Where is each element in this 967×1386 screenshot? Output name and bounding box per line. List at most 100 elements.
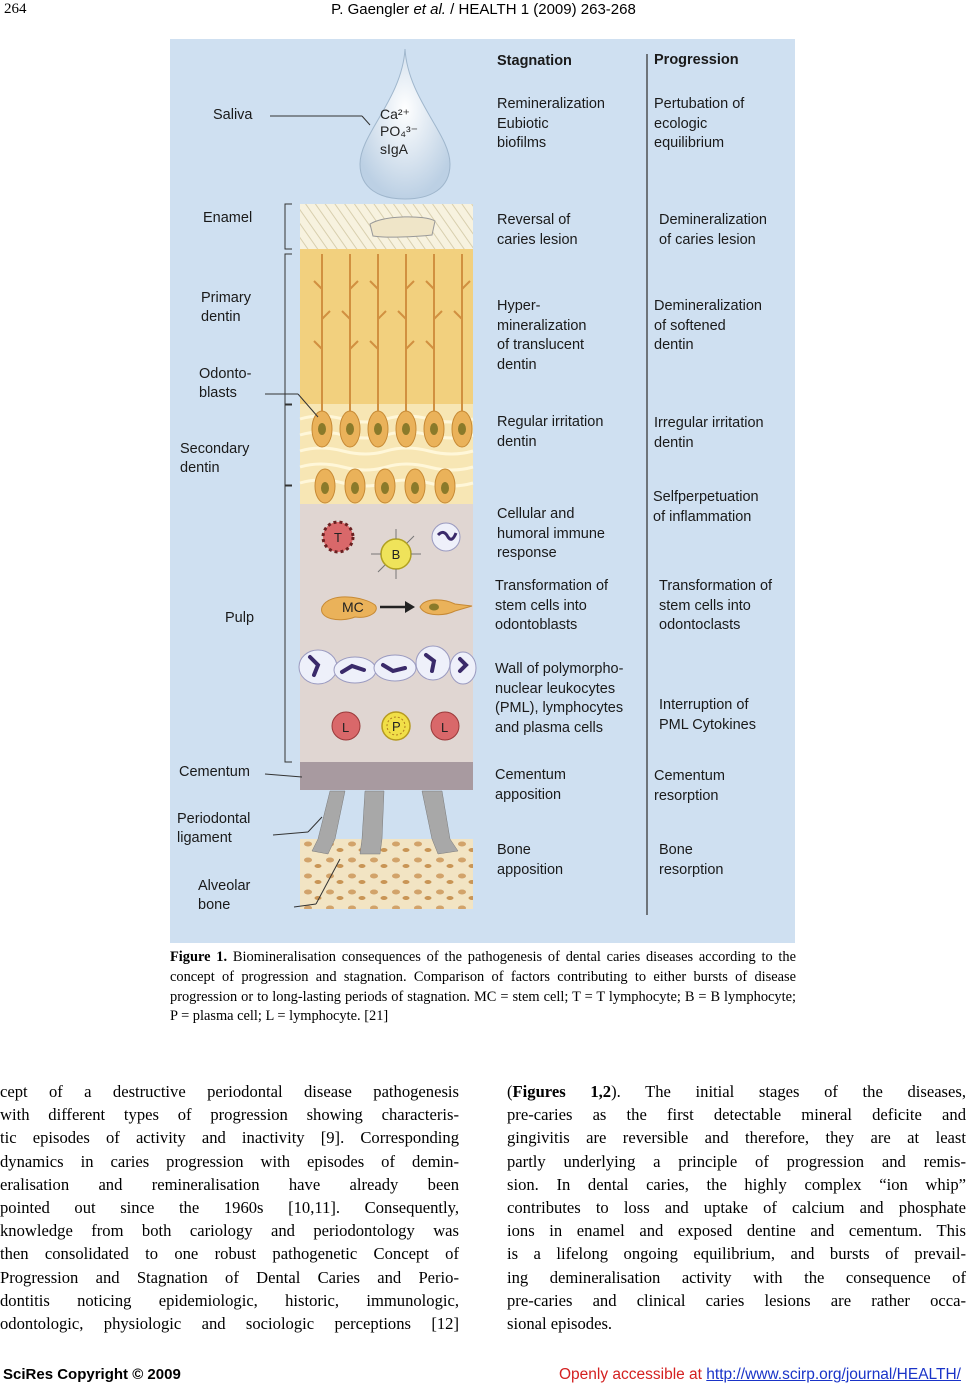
label-enamel: Enamel [203, 210, 253, 226]
label-primary-dentin: Primary dentin [201, 289, 251, 327]
page-number: 264 [4, 1, 27, 17]
col2-line: pre-caries as the first detectable miner… [507, 1105, 966, 1125]
col1-line: Progression and Stagnation of Dental Car… [0, 1267, 459, 1287]
stag-5-l3: response [497, 545, 557, 561]
stag-7-l2: nuclear leukocytes [495, 680, 616, 697]
saliva-ca: Ca²⁺ [380, 106, 410, 122]
prog-2-l1: Demineralization [659, 212, 767, 228]
footer-access: Openly accessible at http://www.scirp.or… [559, 1366, 961, 1384]
enamel-lesion [369, 216, 436, 238]
stagnation-item-7: Wall of polymorpho- nuclear leukocytes (… [495, 660, 623, 738]
stag-5-l2: humoral immune [497, 525, 605, 542]
stag-6-l1: Transformation of [495, 578, 609, 594]
journal-link[interactable]: http://www.scirp.org/journal/HEALTH/ [706, 1366, 961, 1383]
prog-9-l2: resorption [659, 861, 724, 878]
label-secondary-dentin: Secondary dentin [180, 440, 249, 478]
col2-first-line: (Figures 1,2). The initial stages of the… [507, 1082, 966, 1101]
col1-line: with different types of progression show… [0, 1105, 459, 1125]
body-column-left: cept of a destructive periodontal diseas… [0, 1080, 459, 1335]
prog-6-l1: Transformation of [659, 578, 773, 594]
progression-item-8: Cementum resorption [654, 767, 725, 806]
progression-item-1: Pertubation of ecologic equilibrium [654, 95, 744, 154]
stagnation-header: Stagnation [497, 53, 572, 69]
stagnation-item-5: Cellular and humoral immune response [497, 505, 605, 564]
saliva-drop [359, 48, 451, 200]
lymphocyte-right-cell [430, 711, 460, 741]
col1-line: eralisation and remineralisation have al… [0, 1174, 459, 1194]
prog-7-l2: PML Cytokines [659, 716, 756, 733]
stagnation-item-9: Bone apposition [497, 841, 563, 880]
stag-7-l3: (PML), lymphocytes [495, 700, 624, 716]
footer-access-prefix: Openly accessible at [558, 1366, 707, 1383]
stagnation-item-4: Regular irritation dentin [497, 413, 603, 452]
label-odontoblasts: Odonto- blasts [199, 365, 251, 403]
progression-item-7: Interruption of PML Cytokines [659, 696, 756, 735]
col2-line: gingivitis are reversible and therefore,… [507, 1128, 966, 1148]
label-saliva: Saliva [213, 107, 253, 123]
stag-8-l1: Cementum [495, 767, 566, 783]
p-cell-label: P [392, 719, 401, 734]
prog-9-l1: Bone [659, 842, 693, 858]
col1-line: odontologic, physiologic and sociologic … [0, 1313, 459, 1333]
prog-3-l2: of softened [654, 317, 726, 334]
stagnation-item-1: Remineralization Eubiotic biofilms [497, 95, 605, 154]
header-etal: et al. [413, 1, 446, 18]
progression-item-2: Demineralization of caries lesion [659, 211, 767, 250]
t-cell-label: T [334, 530, 342, 545]
col2-line: sion. In dental caries, the highly compl… [507, 1174, 966, 1194]
stag-7-l4: and plasma cells [495, 719, 603, 736]
stagnation-item-3: Hyper- mineralization of translucent den… [497, 297, 586, 375]
stag-3-l4: dentin [497, 356, 537, 373]
figure-1: Ca²⁺ PO₄³⁻ sIgA [170, 39, 795, 943]
prog-1-l3: equilibrium [654, 135, 725, 151]
stem-cell [321, 596, 377, 621]
label-primary-dentin-line1: Primary [201, 290, 251, 306]
l-cell-label-1: L [342, 720, 349, 735]
prog-5-l2: of inflammation [653, 508, 752, 525]
saliva-siga: sIgA [380, 141, 409, 157]
pml-nuclei [308, 653, 469, 677]
primary-dentin-layer [300, 249, 473, 409]
prog-1-l1: Pertubation of [654, 96, 745, 112]
stag-2-l2: caries lesion [497, 231, 578, 248]
stag-1-l2: Eubiotic [497, 115, 549, 132]
odontoblast-new [419, 599, 473, 616]
label-periodontal-line2: ligament [177, 830, 232, 846]
label-primary-dentin-line2: dentin [201, 309, 241, 325]
prog-8-l2: resorption [654, 787, 719, 804]
prog-8-l1: Cementum [654, 768, 725, 784]
prog-6-l2: stem cells into [659, 597, 751, 614]
stag-6-l2: stem cells into [495, 597, 587, 614]
l-cell-label-2: L [441, 720, 448, 735]
caption-label: Figure 1. [170, 949, 228, 965]
stagnation-item-8: Cementum apposition [495, 766, 566, 805]
b-cell-label: B [392, 547, 401, 562]
progression-item-9: Bone resorption [659, 841, 723, 880]
col2-line: ing demineralisation activity with the c… [507, 1267, 966, 1287]
lymphocyte-left-cell [331, 711, 361, 741]
prog-5-l1: Selfperpetuation [653, 489, 759, 505]
prog-2-l2: of caries lesion [659, 231, 756, 248]
progression-item-5: Selfperpetuation of inflammation [653, 488, 759, 527]
col2-line: is a lifelong ongoing equilibrium, and b… [507, 1244, 966, 1264]
stag-3-l1: Hyper- [497, 298, 541, 314]
stag-3-l2: mineralization [497, 317, 587, 334]
stag-8-l2: apposition [495, 786, 562, 803]
col2-line: sional episodes. [507, 1313, 613, 1333]
stag-6-l3: odontoblasts [495, 617, 578, 633]
figure-caption: Figure 1. Biomineralisation consequences… [170, 948, 796, 1027]
stag-5-l1: Cellular and [497, 506, 575, 522]
prog-4-l2: dentin [654, 434, 694, 451]
odontoblast-nuclei [318, 423, 466, 494]
phagocyte-cell [431, 522, 461, 552]
plasma-cell [381, 711, 411, 741]
progression-item-4: Irregular irritation dentin [654, 414, 764, 453]
figure-illustration: Ca²⁺ PO₄³⁻ sIgA [264, 48, 648, 915]
stag-3-l3: of translucent [497, 337, 585, 353]
col1-line: then consolidated to one robust pathogen… [0, 1244, 459, 1264]
prog-4-l1: Irregular irritation [654, 415, 764, 431]
col1-line: cept of a destructive periodontal diseas… [0, 1082, 459, 1101]
col1-line: knowledge from both cariology and period… [0, 1221, 459, 1241]
prog-3-l3: dentin [654, 337, 694, 353]
running-header: P. Gaengler et al. / HEALTH 1 (2009) 263… [0, 1, 967, 18]
